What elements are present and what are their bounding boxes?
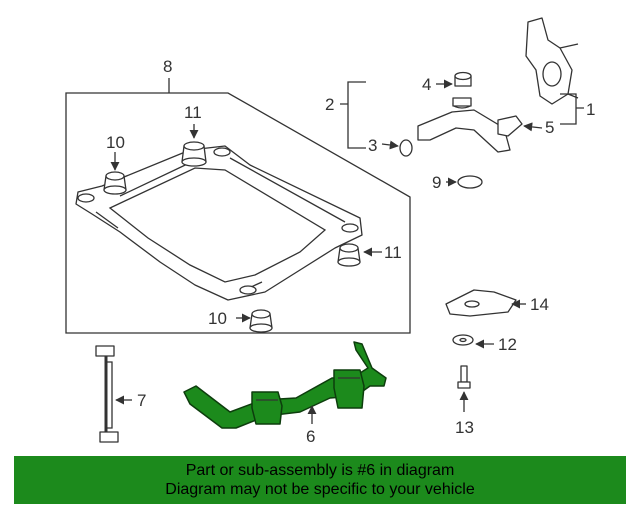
callout-9: 9 xyxy=(432,173,441,192)
stabilizer-bar-highlighted[interactable] xyxy=(183,341,387,429)
callout-2: 2 xyxy=(325,95,334,114)
bracket-1 xyxy=(560,93,584,125)
callout-6: 6 xyxy=(306,427,315,446)
mount-bushing-10-upper[interactable] xyxy=(103,171,127,195)
callout-8: 8 xyxy=(163,57,172,76)
callout-12: 12 xyxy=(498,335,517,354)
bolt-13[interactable] xyxy=(457,365,471,389)
callout-11-upper: 11 xyxy=(184,103,202,122)
callout-11-lower: 11 xyxy=(384,243,402,262)
leader-lines xyxy=(110,79,543,424)
bracket-2 xyxy=(340,81,366,149)
cap-9[interactable] xyxy=(457,175,483,189)
bushing-4[interactable] xyxy=(454,71,472,87)
callout-10-upper: 10 xyxy=(106,133,125,152)
banner-line-2: Diagram may not be specific to your vehi… xyxy=(165,481,475,498)
mount-bushing-11-upper[interactable] xyxy=(181,141,207,167)
info-banner: Part or sub-assembly is #6 in diagram Di… xyxy=(14,456,626,504)
callout-7: 7 xyxy=(137,391,146,410)
callout-5: 5 xyxy=(545,118,554,137)
bushing-3[interactable] xyxy=(399,139,413,157)
stabilizer-link[interactable] xyxy=(95,345,119,443)
mount-bushing-11-lower[interactable] xyxy=(337,243,361,267)
callout-14: 14 xyxy=(530,295,549,314)
ball-joint-5[interactable] xyxy=(497,115,523,137)
callout-4: 4 xyxy=(422,75,431,94)
callout-10-lower: 10 xyxy=(208,309,227,328)
lower-control-arm[interactable] xyxy=(417,97,511,153)
strut-mount-14[interactable] xyxy=(445,289,517,317)
subframe-group[interactable] xyxy=(65,78,411,334)
steering-knuckle[interactable] xyxy=(525,17,579,105)
mount-bushing-10-lower[interactable] xyxy=(249,309,273,333)
callout-13: 13 xyxy=(455,418,474,437)
callout-3: 3 xyxy=(368,136,377,155)
callout-1: 1 xyxy=(586,100,595,119)
crossmember xyxy=(75,145,363,301)
seat-12[interactable] xyxy=(452,334,474,346)
banner-line-1: Part or sub-assembly is #6 in diagram xyxy=(185,462,455,479)
